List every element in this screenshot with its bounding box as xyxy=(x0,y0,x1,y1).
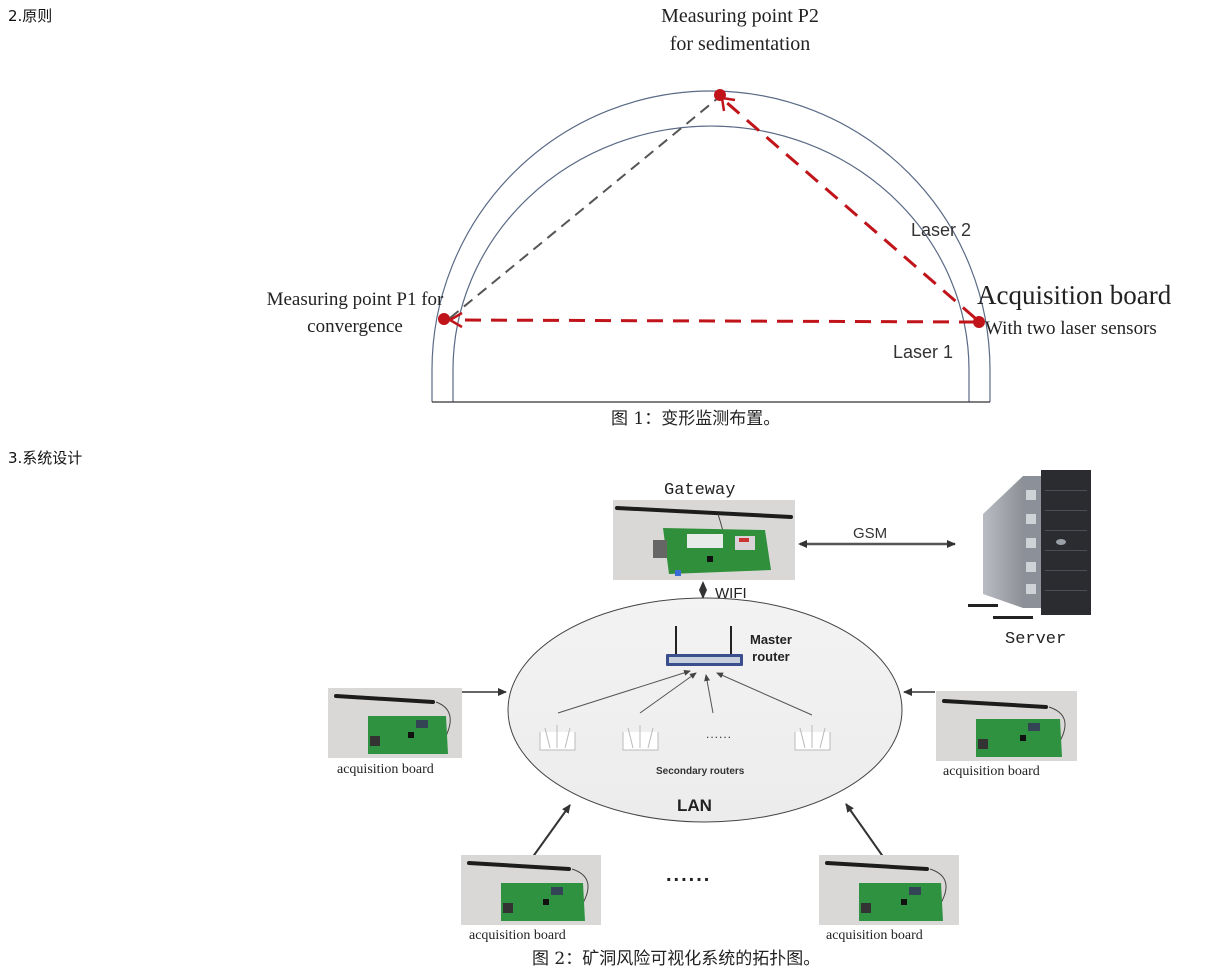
section-heading-principle: 2.原则 xyxy=(8,7,53,25)
section-heading-system-design: 3.系统设计 xyxy=(8,449,83,467)
acquisition-board-icon xyxy=(825,861,947,921)
acquisition-board-label: acquisition board xyxy=(469,928,566,943)
board-link-bottom-left xyxy=(531,804,571,859)
server-label: Server xyxy=(1005,630,1067,649)
master-router-label-line1: Master xyxy=(750,632,792,647)
p1-label-line1: Measuring point P1 for xyxy=(266,289,444,310)
p1-label-line2: convergence xyxy=(307,316,403,337)
laser2-line xyxy=(725,100,976,320)
acquisition-board-label: acquisition board xyxy=(826,928,923,943)
arch-outer xyxy=(431,90,991,402)
secondary-link-1 xyxy=(557,669,691,714)
measuring-point-p1 xyxy=(438,313,450,325)
lan-label: LAN xyxy=(677,796,712,815)
p2-label: Measuring point P2 for sedimentation xyxy=(620,2,860,58)
laser1-arrowhead xyxy=(447,311,463,329)
master-router-icon xyxy=(666,626,743,666)
secondary-routers-label: Secondary routers xyxy=(656,766,745,777)
board-link-bottom-right xyxy=(845,803,885,859)
laser1-label: Laser 1 xyxy=(893,342,954,362)
master-router-label: Master router xyxy=(750,631,792,665)
secondary-router-icon xyxy=(622,725,659,751)
gateway-label: Gateway xyxy=(664,481,736,500)
figure1-caption: 图 1：变形监测布置。 xyxy=(611,409,781,429)
figure1-deformation-diagram xyxy=(431,89,991,403)
server-icon xyxy=(968,470,1091,619)
secondary-router-icon xyxy=(794,725,831,751)
figure2-caption: 图 2：矿洞风险可视化系统的拓扑图。 xyxy=(532,949,821,969)
acquisition-board-icon xyxy=(467,861,589,921)
p2-label-line2: for sedimentation xyxy=(669,33,811,55)
more-boards-ellipsis: ...... xyxy=(666,864,712,886)
secondary-routers-ellipsis: ...... xyxy=(706,727,733,741)
laser2-label: Laser 2 xyxy=(911,220,972,240)
secondary-link-2 xyxy=(639,672,697,714)
arch-inner xyxy=(452,125,970,402)
p1-label: Measuring point P1 for convergence xyxy=(240,286,470,340)
secondary-router-icon xyxy=(539,725,576,751)
secondary-link-3 xyxy=(704,674,714,714)
acquisition-board-photo xyxy=(328,688,462,758)
gsm-label: GSM xyxy=(853,525,888,542)
acquisition-board-subtitle: With two laser sensors xyxy=(985,318,1157,339)
figure2-topology-diagram xyxy=(462,470,1091,859)
secondary-link-4 xyxy=(716,672,813,716)
acquisition-board-title: Acquisition board xyxy=(977,280,1172,310)
gateway-board-icon xyxy=(615,506,793,576)
laser1-line xyxy=(455,318,976,324)
p2-label-line1: Measuring point P2 xyxy=(661,5,819,27)
reference-dashed-line xyxy=(449,97,719,319)
acquisition-board-photo xyxy=(461,855,601,925)
acquisition-board-icon xyxy=(334,694,451,754)
gateway-photo xyxy=(613,500,795,580)
acquisition-board-label: acquisition board xyxy=(943,764,1040,779)
acquisition-board-label: acquisition board xyxy=(337,762,434,777)
measuring-point-p2 xyxy=(714,89,726,101)
master-router-label-line2: router xyxy=(752,649,790,664)
acquisition-board-point xyxy=(973,316,985,328)
acquisition-board-icon xyxy=(942,699,1066,757)
wifi-label: WIFI xyxy=(715,585,747,602)
acquisition-board-photo xyxy=(819,855,959,925)
acquisition-board-photo xyxy=(936,691,1077,761)
